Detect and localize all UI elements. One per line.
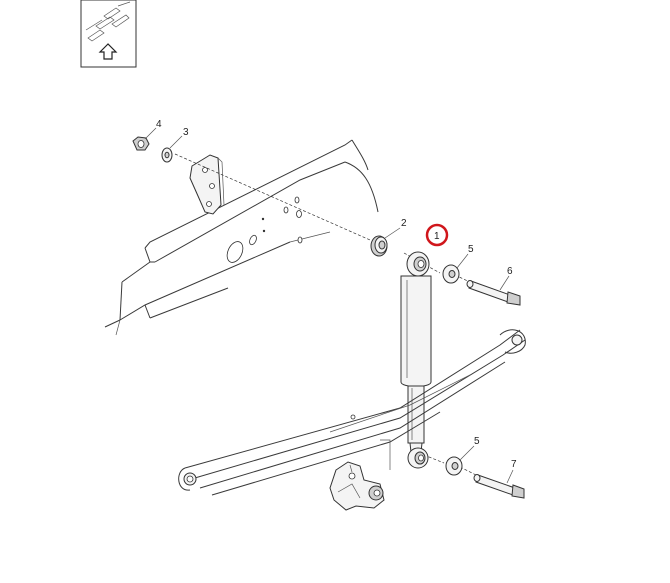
washer: [442, 264, 460, 284]
callout-5-upper: 5: [468, 244, 474, 255]
nut: [132, 136, 150, 151]
lower-mounting-bracket: [329, 461, 385, 511]
callout-4: 4: [156, 119, 162, 130]
callouts: 4 3 2 1 5 6 5 7: [156, 119, 517, 470]
washer: [161, 147, 173, 163]
mounting-bracket: [189, 154, 225, 215]
callout-5-lower: 5: [474, 436, 480, 447]
front-arrow-icon: [98, 43, 118, 60]
bolt: [466, 280, 521, 306]
callout-6: 6: [507, 266, 513, 277]
washer: [445, 456, 463, 476]
bolt: [473, 474, 525, 499]
leader-lines: [144, 127, 514, 484]
callout-2: 2: [401, 218, 407, 229]
frame-rail: [104, 139, 379, 336]
leaf-spring: [178, 329, 526, 496]
callout-3: 3: [183, 127, 189, 138]
callout-1-highlight-ring: [425, 223, 449, 247]
callout-7: 7: [511, 459, 517, 470]
orientation-thumbnail: [80, 0, 137, 68]
bushing: [370, 235, 388, 257]
shock-absorber: [400, 251, 432, 469]
callout-1: 1: [434, 231, 440, 242]
